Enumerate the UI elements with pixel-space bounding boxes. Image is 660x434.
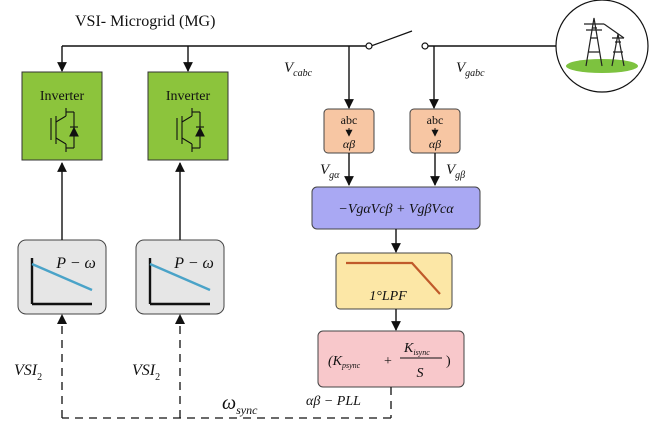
omega-sync-feedback	[61, 318, 392, 419]
droop-block-2: P − ω	[135, 239, 225, 315]
droop-block-1: P − ω	[17, 239, 107, 315]
inverter-1: Inverter	[21, 71, 103, 161]
power-grid-icon	[555, 0, 649, 93]
droop-to-inverter-arrows	[57, 162, 185, 240]
svg-text:Kisync: Kisync	[403, 341, 430, 357]
transform-block-1: abc αβ	[323, 108, 375, 154]
pll-label: αβ − PLL	[306, 394, 361, 409]
svg-text:αβ: αβ	[343, 137, 355, 151]
transform-block-2: abc αβ	[409, 108, 461, 154]
main-bus	[57, 45, 560, 109]
droop-1-label: P − ω	[55, 255, 96, 272]
transform-output-arrows	[344, 153, 440, 186]
v-galpha-label: Vgα	[320, 162, 340, 181]
omega-sync-label: ωsync	[222, 392, 258, 417]
v-gbeta-label: Vgβ	[446, 162, 465, 181]
svg-text:(Kpsync: (Kpsync	[328, 354, 361, 370]
pi-controller-block: (Kpsync + Kisync S )	[317, 330, 465, 388]
product-block: −VgαVcβ + VgβVcα	[311, 186, 481, 230]
svg-text:abc: abc	[341, 113, 358, 127]
svg-text:): )	[446, 354, 451, 369]
inverter-2: Inverter	[147, 71, 229, 161]
v-gabc-label: Vgabc	[456, 60, 485, 79]
svg-text:+: +	[384, 354, 392, 369]
vsi-label-1: VSI2	[14, 362, 42, 383]
breaker-switch	[365, 30, 429, 50]
svg-text:αβ: αβ	[429, 137, 441, 151]
product-block-label: −VgαVcβ + VgβVcα	[338, 202, 454, 217]
igbt-icon	[176, 108, 205, 152]
lpf-block: 1°LPF	[335, 252, 453, 310]
droop-2-label: P − ω	[173, 255, 214, 272]
igbt-icon	[50, 108, 79, 152]
inverter-1-label: Inverter	[40, 89, 85, 104]
svg-text:abc: abc	[427, 113, 444, 127]
lpf-label: 1°LPF	[369, 289, 407, 304]
omega-sync-arrowheads	[57, 314, 185, 324]
vsi-label-2: VSI2	[132, 362, 160, 383]
v-cabc-label: Vcabc	[284, 60, 313, 79]
inverter-2-label: Inverter	[166, 89, 211, 104]
svg-text:S: S	[417, 366, 424, 381]
diagram-title: VSI- Microgrid (MG)	[75, 13, 215, 30]
